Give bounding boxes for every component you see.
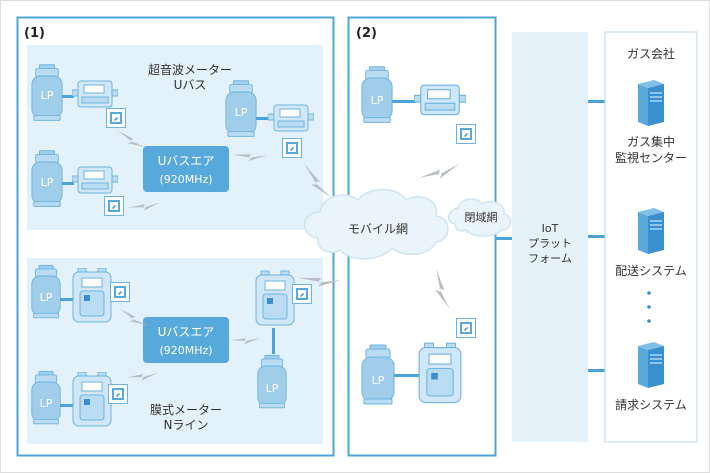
lp-label: LP bbox=[40, 397, 53, 410]
billing-system-label: 請求システム bbox=[615, 398, 687, 412]
iot-label-line1: IoT bbox=[542, 222, 559, 235]
cloud-icon bbox=[448, 198, 512, 237]
mobile-network-label: モバイル網 bbox=[348, 222, 408, 236]
lp-label: LP bbox=[266, 382, 279, 395]
lp-label: LP bbox=[41, 176, 54, 189]
lp-label: LP bbox=[371, 94, 384, 107]
server-icon bbox=[638, 208, 664, 254]
ubus-air-label: Uバスエア bbox=[158, 154, 215, 168]
ubus-air-label: Uバスエア bbox=[158, 325, 215, 339]
gas-center-label-line2: 監視センター bbox=[615, 150, 687, 165]
cloud-icon bbox=[304, 188, 449, 260]
frequency-label: (920MHz) bbox=[159, 344, 212, 357]
membrane-label-line2: Nライン bbox=[164, 418, 209, 432]
gas-company-label: ガス会社 bbox=[627, 46, 675, 61]
lp-label: LP bbox=[40, 291, 53, 304]
ultrasonic-label-line2: Uバス bbox=[174, 78, 207, 92]
membrane-label-line1: 膜式メーター bbox=[150, 403, 222, 417]
section2-ultrasonic-device: LP bbox=[361, 66, 476, 144]
ubus-air-bubble-upper: Uバスエア (920MHz) bbox=[143, 146, 229, 192]
server-icon bbox=[638, 342, 664, 388]
ultrasonic-zone bbox=[27, 45, 323, 230]
server-icon bbox=[638, 80, 664, 126]
membrane-device-b: LP bbox=[255, 270, 312, 409]
section2-label: (2) bbox=[356, 26, 377, 41]
section1-label: (1) bbox=[24, 26, 45, 41]
frequency-label: (920MHz) bbox=[159, 173, 212, 186]
iot-platform-bar bbox=[512, 32, 588, 442]
ultrasonic-device-b: LP bbox=[225, 80, 314, 158]
membrane-device-c: LP bbox=[31, 370, 128, 427]
ultrasonic-device-c: LP bbox=[31, 150, 124, 216]
membrane-device-a: LP bbox=[31, 264, 130, 323]
section2-membrane-device: LP bbox=[361, 318, 476, 405]
lp-label: LP bbox=[372, 374, 385, 387]
lp-label: LP bbox=[235, 106, 248, 119]
iot-label-line3: フォーム bbox=[528, 252, 572, 265]
ultrasonic-label-line1: 超音波メーター bbox=[148, 62, 232, 77]
lp-label: LP bbox=[41, 89, 54, 102]
closed-network-label: 閉域網 bbox=[465, 210, 498, 224]
delivery-system-label: 配送システム bbox=[615, 263, 687, 278]
ultrasonic-device-a: LP bbox=[31, 64, 126, 128]
ubus-air-bubble-lower: Uバスエア (920MHz) bbox=[143, 317, 229, 363]
iot-label-line2: プラット bbox=[528, 237, 572, 250]
ellipsis-dots bbox=[647, 291, 651, 323]
gas-center-label-line1: ガス集中 bbox=[627, 134, 675, 149]
